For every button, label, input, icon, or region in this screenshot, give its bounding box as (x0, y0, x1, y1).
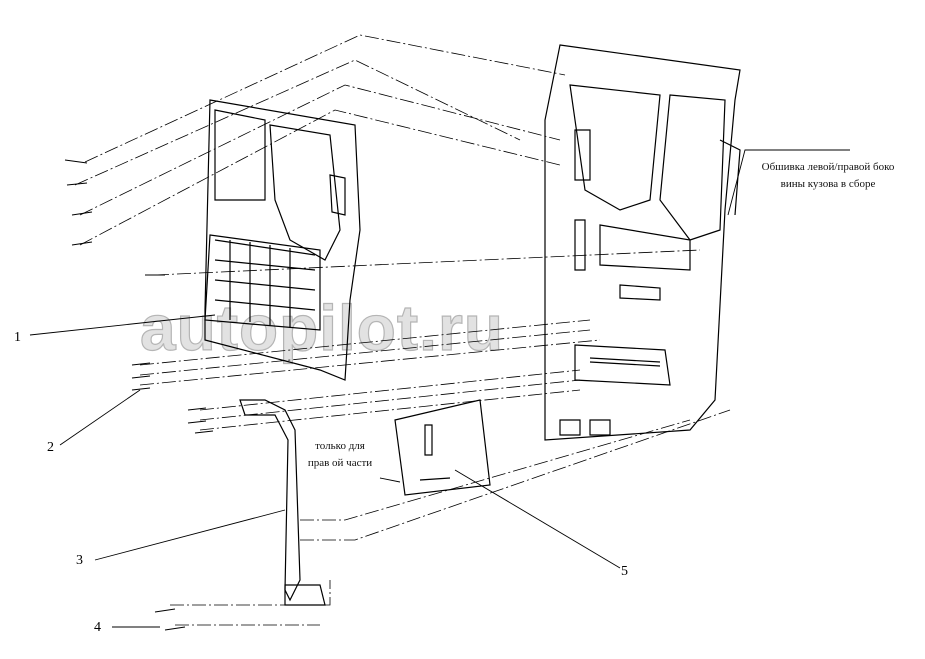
callout-1: 1 (14, 330, 21, 345)
body-side-assembly (544, 44, 741, 441)
callout-5: 5 (621, 564, 628, 579)
bolts (64, 159, 214, 631)
callout-leaders (29, 149, 850, 628)
assembly-lines (74, 34, 731, 626)
callout-3: 3 (76, 553, 83, 568)
right-only-note: только для прав ой части (307, 440, 373, 469)
callout-2: 2 (47, 440, 54, 455)
part-1-trim-panel (204, 99, 361, 381)
part-3-bracket (239, 399, 326, 606)
part-5-plate (394, 399, 491, 496)
callout-4: 4 (94, 620, 101, 635)
body-side-note: Обшивка левой/правой боко вины кузова в … (761, 161, 895, 190)
watermark: autopilot.ru (139, 291, 504, 364)
